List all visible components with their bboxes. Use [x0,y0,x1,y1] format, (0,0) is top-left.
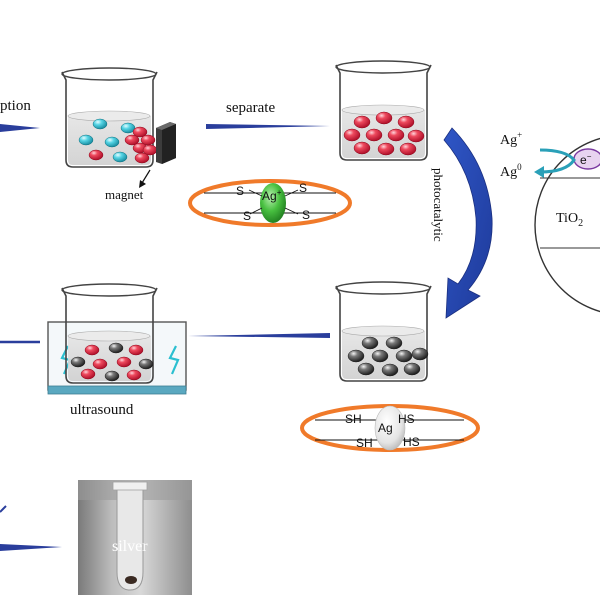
silver-loaded-particle-gray [371,349,389,363]
magnetic-particle-red [343,128,361,142]
silver-loaded-particle-gray [108,342,124,354]
magnetic-particle-red [353,141,371,155]
magnetic-particle-red [377,142,395,156]
beaker-reduced-silver [335,281,432,382]
tio2-particle: TiO2 [534,137,600,313]
thiol-hs-right-top: HS [398,412,415,426]
thiol-center-label: Ag [378,421,393,435]
magnetic-particle-red [407,129,425,143]
electron-label: e− [580,152,592,167]
magnetic-particle-red [84,344,100,356]
ultrasound-label: ultrasound [70,402,134,418]
electron-bubble: e− [573,148,600,170]
magnetic-particle-red [88,149,104,161]
magnetic-particle-red [128,344,144,356]
beaker-separated-particles [335,60,432,161]
adsorbent-particle-cyan [78,134,94,146]
thiol-sh-left-top: SH [345,412,362,426]
magnetic-particle-red [399,142,417,156]
thiol-hs-right-bottom: HS [403,435,420,449]
silver-tube-photo: silver [78,480,192,595]
thiolate-s-right-bottom: S [302,208,310,222]
silver-photo-label: silver [112,538,148,555]
return-arrow [188,333,330,338]
ag-atom-white [374,405,406,451]
separate-label: separate [226,100,275,116]
silver-loaded-particle-gray [385,336,403,350]
silver-loaded-particle-gray [361,336,379,350]
adsorbent-particle-cyan [104,136,120,148]
magnetic-particle-red [365,128,383,142]
thiol-complex: Ag SH SH HS HS [300,404,480,452]
separate-arrow [206,124,330,129]
magnetic-particle-red [353,115,371,129]
magnetic-particle-red [387,128,405,142]
ag-zero-label: Ag0 [500,162,522,180]
photocatalytic-curved-arrow [443,127,493,319]
silver-loaded-particle-gray [411,347,429,361]
adsorption-label: ption [0,98,31,114]
magnetic-particle-red [116,356,132,368]
thiolate-s-left-top: S [236,184,244,198]
magnet-pointer-arrow [139,169,151,188]
silver-loaded-particle-gray [403,362,421,376]
beaker-magnetic-separation [61,67,158,168]
magnetic-particle-red [134,152,150,164]
silver-loaded-particle-gray [357,362,375,376]
silver-loaded-particle-gray [104,370,120,382]
silver-loaded-particle-gray [138,358,154,370]
magnet-block [156,122,176,164]
silver-loaded-particle-gray [70,356,86,368]
adsorbent-particle-cyan [112,151,128,163]
adsorption-arrow [0,124,40,132]
left-edge-arrow-bottom [0,505,62,551]
thiol-sh-left-bottom: SH [356,436,373,450]
thiolate-center-label: Ag+ [262,188,282,203]
magnetic-particle-red [132,126,148,138]
magnetic-particle-red [397,115,415,129]
ag-reduction-arrow [534,148,576,178]
magnetic-particle-red [124,134,140,146]
thiolate-s-right-top: S [299,181,307,195]
adsorbent-particle-cyan [92,118,108,130]
tio2-label: TiO2 [556,211,583,229]
magnetic-particle-red [80,368,96,380]
beaker-ultrasound [61,283,158,384]
ag-ion-label: Ag+ [500,130,522,148]
magnetic-particle-red [126,369,142,381]
ag-ion-green [260,183,286,223]
silver-loaded-particle-gray [395,349,413,363]
thiolate-s-left-bottom: S [243,209,251,223]
thiolate-complex: Ag+ S S S S [188,179,352,227]
magnetic-particle-red [375,111,393,125]
silver-loaded-particle-gray [347,349,365,363]
magnetic-particle-red [92,358,108,370]
magnet-label: magnet [105,187,144,202]
adsorbent-particle-cyan [120,122,136,134]
silver-loaded-particle-gray [381,363,399,377]
photocatalytic-label: photocatalytic [431,168,446,242]
